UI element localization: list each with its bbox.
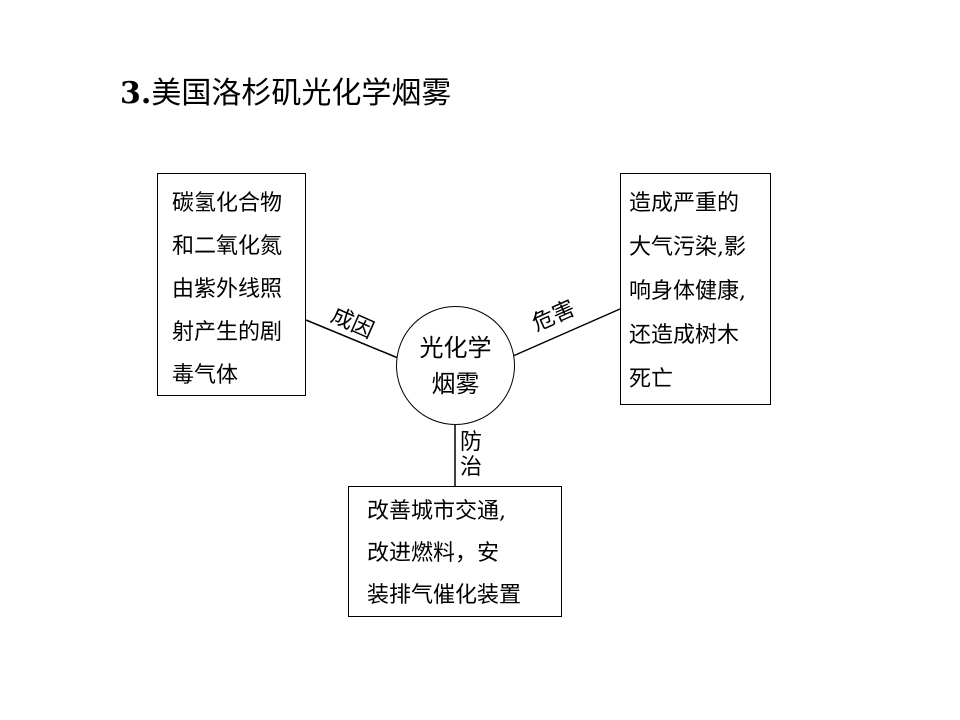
harm-line: 造成严重的 xyxy=(629,191,740,216)
cause-box: 碳氢化合物 和二氧化氮 由紫外线照 射产生的剧 毒气体 xyxy=(157,173,306,396)
cause-line: 碳氢化合物 xyxy=(172,191,283,216)
title-number: 3. xyxy=(120,76,152,111)
prevention-line: 改进燃料，安 xyxy=(367,541,500,566)
cause-line: 由紫外线照 xyxy=(172,277,283,302)
harm-line: 死亡 xyxy=(629,367,674,392)
prevention-line: 装排气催化装置 xyxy=(367,583,522,608)
cause-line: 和二氧化氮 xyxy=(172,234,283,259)
harm-line: 响身体健康, xyxy=(629,279,746,304)
prevention-line: 改善城市交通, xyxy=(367,499,506,524)
center-line: 烟雾 xyxy=(431,369,480,398)
center-node: 光化学 烟雾 xyxy=(396,306,515,425)
center-line: 光化学 xyxy=(419,333,492,362)
connector-harm xyxy=(512,308,621,357)
slide-title: 3.美国洛杉矶光化学烟雾 xyxy=(120,74,451,114)
harm-box: 造成严重的 大气污染,影 响身体健康, 还造成树木 死亡 xyxy=(620,173,771,405)
title-text: 美国洛杉矶光化学烟雾 xyxy=(151,76,452,111)
cause-line: 射产生的剧 xyxy=(172,320,283,345)
prevention-box: 改善城市交通, 改进燃料，安 装排气催化装置 xyxy=(348,486,562,617)
prevention-label: 防治 xyxy=(460,430,483,480)
harm-line: 大气污染,影 xyxy=(629,235,746,260)
connector-cause xyxy=(305,319,399,359)
harm-line: 还造成树木 xyxy=(629,323,740,348)
cause-line: 毒气体 xyxy=(172,363,239,388)
